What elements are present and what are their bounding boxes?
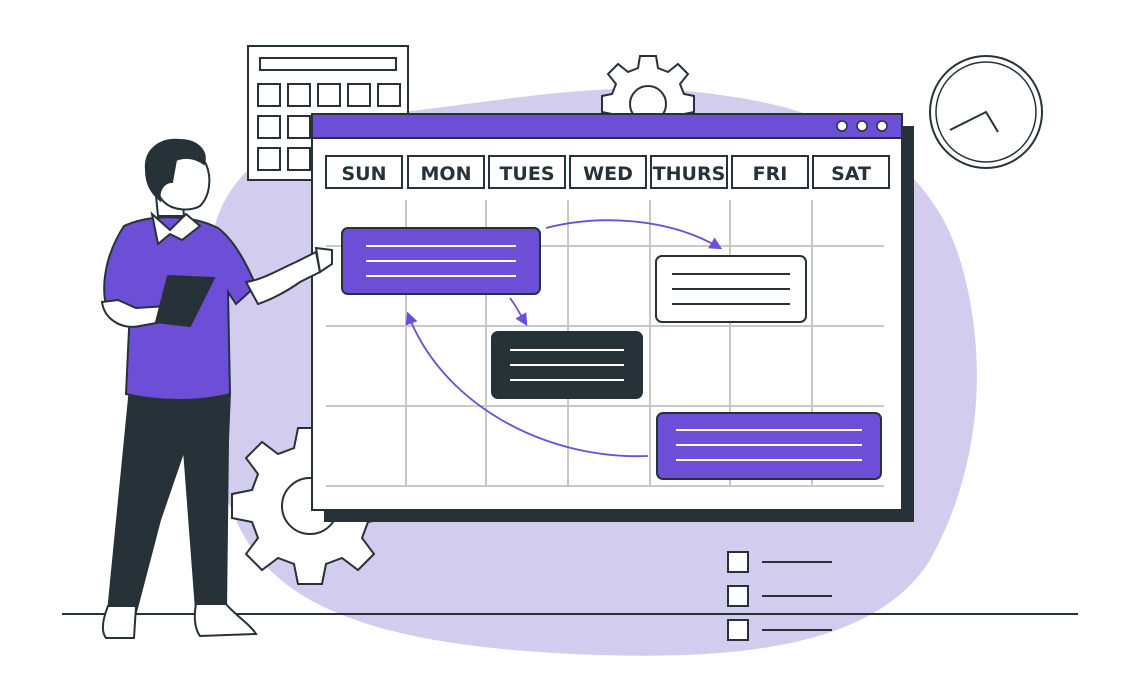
checkbox-icon <box>727 551 749 573</box>
day-label: TUES <box>499 163 554 185</box>
day-header-sun: SUN <box>325 155 403 189</box>
day-label: FRI <box>753 163 788 185</box>
day-label: WED <box>583 163 633 185</box>
checkbox-icon <box>727 619 749 641</box>
event-card-purple-thurs[interactable] <box>656 412 882 480</box>
checklist-item <box>727 551 832 573</box>
event-card-white-thurs[interactable] <box>655 255 807 323</box>
shoe <box>101 605 138 639</box>
window-dot <box>836 120 848 132</box>
event-card-dark-tues[interactable] <box>491 331 643 399</box>
event-card-purple-sun[interactable] <box>341 227 541 295</box>
day-label: THURS <box>653 163 726 185</box>
checklist-item <box>727 619 832 641</box>
hair <box>144 138 206 203</box>
day-header-sat: SAT <box>812 155 890 189</box>
day-label: SUN <box>341 163 386 185</box>
day-header-tues: TUES <box>488 155 566 189</box>
person-figure <box>100 138 333 639</box>
tablet-device <box>154 274 216 328</box>
checklist <box>727 551 832 641</box>
day-header-thurs: THURS <box>650 155 728 189</box>
arrow-icon <box>509 297 528 327</box>
window-dot <box>876 120 888 132</box>
day-header-mon: MON <box>407 155 485 189</box>
checkbox-icon <box>727 585 749 607</box>
shoe <box>193 603 258 638</box>
window-dot <box>856 120 868 132</box>
window-title-bar <box>311 113 903 139</box>
clock-icon <box>929 55 1043 169</box>
day-label: MON <box>421 163 472 185</box>
day-label: SAT <box>831 163 871 185</box>
day-header-row: SUN MON TUES WED THURS FRI <box>325 155 890 189</box>
checklist-item <box>727 585 832 607</box>
arrow-icon <box>405 311 649 457</box>
day-header-fri: FRI <box>731 155 809 189</box>
calendar-board: SUN MON TUES WED THURS FRI <box>311 113 914 522</box>
arrow-icon <box>545 219 723 250</box>
day-header-wed: WED <box>569 155 647 189</box>
